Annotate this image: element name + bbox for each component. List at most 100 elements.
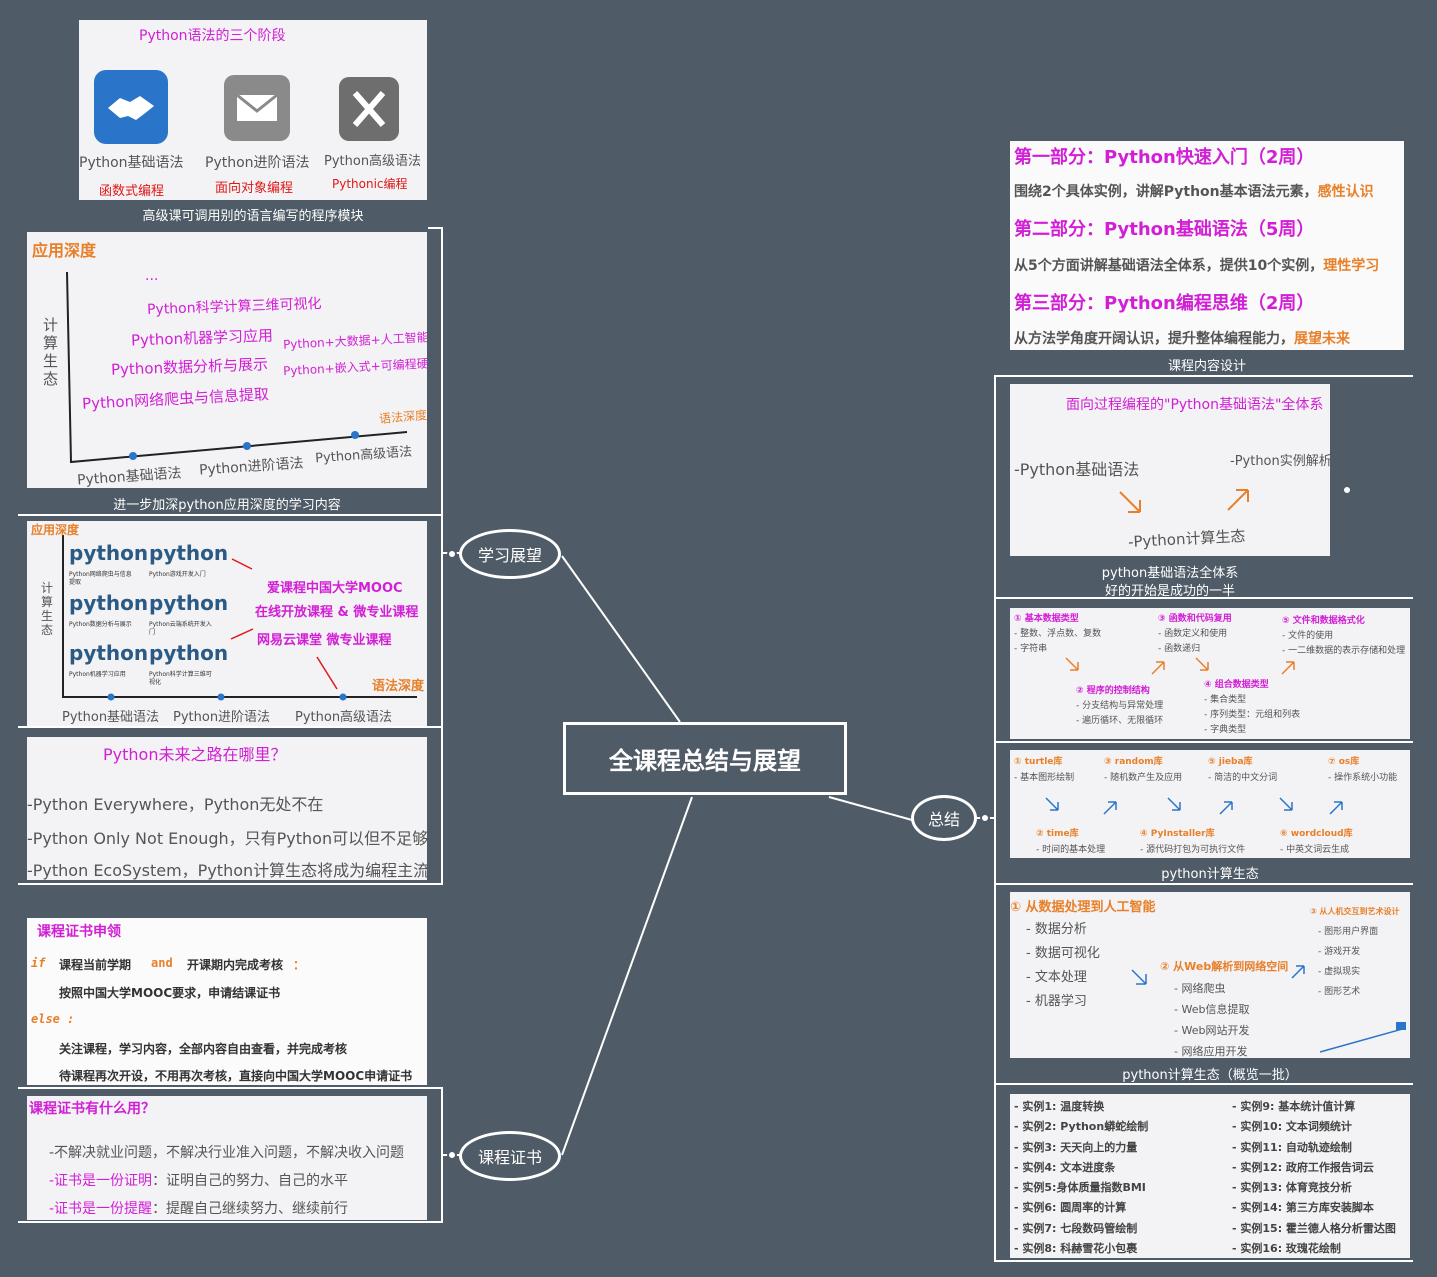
example-item: - 实例13: 体育竞技分析 [1232, 1181, 1352, 1195]
lib-item-5: ⑤ jieba库 - 简洁的中文分词 [1208, 754, 1277, 786]
syntax-item-4-l2: - 字典类型 [1204, 725, 1247, 735]
syntax-item-1: ① 基本数据类型 - 整数、浮点数、复数 - 字符串 [1014, 612, 1101, 657]
lib-item-4: ④ PyInstaller库 - 源代码打包为可执行文件 [1140, 826, 1245, 858]
eco-list-2-item: - 网络爬虫 [1174, 982, 1226, 995]
syntax-item-2-l1: - 遍历循环、无限循环 [1076, 716, 1164, 726]
eco-list-3-item: - 图形用户界面 [1318, 927, 1379, 937]
lib-item-6-head: ⑥ wordcloud库 [1280, 829, 1353, 839]
design-part-3-desc: 从方法学角度开阔认识，提升整体编程能力，展望未来 [1014, 328, 1350, 348]
course-label: Python云端系统开发入门 [149, 621, 212, 636]
lib-item-4-head: ④ PyInstaller库 [1140, 829, 1215, 839]
handshake-icon [94, 70, 168, 144]
lib-item-2-head: ② time库 [1036, 829, 1079, 839]
syntax-item-5-head: ⑤ 文件和数据格式化 [1282, 616, 1365, 626]
stage-2-name: Python进阶语法 [205, 155, 310, 171]
cert-apply-card: 课程证书申领 if 课程当前学期 and 开课期内完成考核 ： 按照中国大学MO… [27, 918, 427, 1085]
eco-caption: python计算生态（概览一批） [1122, 1068, 1298, 1083]
collapse-dot-learning[interactable] [447, 549, 457, 559]
cert-use-line-1: -不解决就业问题，不解决行业准入问题，不解决收入问题 [49, 1145, 405, 1161]
collapse-dot-system[interactable] [1342, 485, 1352, 495]
syntax-item-3-l0: - 函数定义和使用 [1158, 629, 1228, 639]
mooc-platform-2: 网易云课堂 微专业课程 [257, 633, 392, 648]
future-line-0: -Python Everywhere，Python无处不在 [27, 795, 324, 814]
branch-learning[interactable]: 学习展望 [459, 529, 561, 579]
mooc-xaxis: 语法深度 [372, 679, 425, 694]
cert-use-card: 课程证书有什么用？ -不解决就业问题，不解决行业准入问题，不解决收入问题 -证书… [27, 1096, 427, 1220]
system-card: 面向过程编程的"Python基础语法"全体系 -Python基础语法 -Pyth… [1010, 384, 1330, 556]
system-caption-1: python基础语法全体系 [1101, 566, 1239, 581]
depth-item-0: ... [145, 268, 159, 284]
eco-list-1-item: - 机器学习 [1026, 994, 1087, 1009]
depth-yaxis-side: 计算生态 [43, 316, 59, 388]
collapse-dot-summary[interactable] [980, 813, 990, 823]
design-part-3-key: 展望未来 [1294, 331, 1350, 347]
depth-caption: 进一步加深python应用深度的学习内容 [113, 498, 341, 513]
eco-list-2-item: - Web信息提取 [1174, 1003, 1250, 1016]
libs-caption: python计算生态 [1161, 867, 1259, 882]
lib-item-2: ② time库 - 时间的基本处理 [1036, 826, 1105, 858]
branch-certificate[interactable]: 课程证书 [459, 1131, 561, 1181]
example-item: - 实例15: 霍兰德人格分析雷达图 [1232, 1221, 1396, 1235]
branch-summary[interactable]: 总结 [911, 795, 977, 841]
syntax-item-2-head: ② 程序的控制结构 [1076, 686, 1150, 696]
syntax-item-4-l1: - 序列类型：元组和列表 [1204, 710, 1301, 720]
example-item: - 实例14: 第三方库安装脚本 [1232, 1201, 1374, 1215]
cert-use-line-2b: ：证明自己的努力、自己的水平 [152, 1173, 349, 1189]
syntax-item-1-l1: - 字符串 [1014, 644, 1048, 654]
eco-list-2: - 网络爬虫 - Web信息提取 - Web网站开发 - 网络应用开发 [1174, 978, 1249, 1058]
design-part-1-text: 围绕2个具体实例，讲解Python基本语法元素， [1014, 184, 1318, 200]
syntax-item-2-l0: - 分支结构与异常处理 [1076, 701, 1164, 711]
stage-3-sub: Pythonic编程 [332, 177, 408, 191]
future-title: Python未来之路在哪里？ [103, 745, 287, 764]
system-node-a: -Python基础语法 [1014, 460, 1140, 479]
examples-card: - 实例1: 温度转换 - 实例2: Python蟒蛇绘制 - 实例3: 天天向… [1010, 1094, 1410, 1258]
system-caption-2: 好的开始是成功的一半 [1104, 584, 1235, 599]
lib-item-5-desc: - 简洁的中文分词 [1208, 773, 1278, 783]
system-node-c: -Python计算生态 [1127, 526, 1246, 552]
arrow-icons [1045, 797, 1343, 815]
eco-list-2-item: - Web网站开发 [1174, 1024, 1250, 1037]
python-logo: python [149, 591, 229, 615]
arrow-icons [1131, 965, 1305, 985]
libs-card: ① turtle库 - 基本图形绘制 ② time库 - 时间的基本处理 ③ r… [1010, 750, 1410, 858]
depth-card: 应用深度 计算生态 语法深度 ... Python科学计算三维可视化 Pytho… [27, 232, 427, 488]
mooc-xtick-1: Python进阶语法 [173, 710, 271, 725]
eco-list-3-item: - 图形艺术 [1318, 987, 1361, 997]
syntax-item-2: ② 程序的控制结构 - 分支结构与异常处理 - 遍历循环、无限循环 [1076, 684, 1163, 729]
cert-use-line-3: -证书是一份提醒：提醒自己继续努力、继续前行 [49, 1198, 348, 1218]
cert-apply-line-4: 关注课程，学习内容，全部内容自由查看，并完成考核 [59, 1042, 348, 1056]
syntax-item-3: ③ 函数和代码复用 - 函数定义和使用 - 函数递归 [1158, 612, 1232, 657]
course-label: Python游戏开发入门 [149, 571, 206, 578]
lib-item-7-desc: - 操作系统小功能 [1328, 773, 1398, 783]
mooc-platform-1: 在线开放课程 & 微专业课程 [255, 605, 419, 620]
mooc-platform-0: 爱课程中国大学MOOC [267, 581, 403, 596]
example-item: - 实例3: 天天向上的力量 [1014, 1140, 1138, 1154]
cert-apply-title: 课程证书申领 [37, 924, 121, 940]
example-item: - 实例7: 七段数码管绘制 [1014, 1221, 1138, 1235]
syntax-item-5-l0: - 文件的使用 [1282, 631, 1334, 641]
kw-if: if [31, 956, 46, 970]
design-part-2-key: 理性学习 [1323, 258, 1380, 274]
depth-yaxis-top: 应用深度 [32, 241, 97, 260]
central-topic[interactable]: 全课程总结与展望 [563, 722, 847, 795]
lib-item-6-desc: - 中英文词云生成 [1280, 845, 1350, 855]
cert-use-title: 课程证书有什么用？ [29, 1101, 155, 1117]
cert-use-line-2a: -证书是一份证明 [49, 1173, 153, 1189]
cert-apply-line-5: 待课程再次开设，不用再次考核，直接向中国大学MOOC申请证书 [59, 1069, 413, 1083]
example-item: - 实例8: 科赫雪花小包裹 [1014, 1242, 1138, 1256]
stage-2-sub: 面向对象编程 [215, 181, 294, 196]
collapse-dot-certificate[interactable] [447, 1150, 457, 1160]
future-line-2: -Python EcoSystem，Python计算生态将成为编程主流 [27, 861, 427, 880]
syntax-item-4: ④ 组合数据类型 - 集合类型 - 序列类型：元组和列表 - 字典类型 [1204, 678, 1300, 738]
design-part-2-desc: 从5个方面讲解基础语法全体系，提供10个实例，理性学习 [1014, 255, 1379, 275]
eco-list-2-item: - 网络应用开发 [1174, 1045, 1248, 1058]
mooc-xtick-0: Python基础语法 [62, 710, 160, 725]
lib-item-3-desc: - 随机数产生及应用 [1104, 773, 1183, 783]
eco-list-1-item: - 文本处理 [1026, 970, 1087, 985]
example-item: - 实例12: 政府工作报告词云 [1232, 1160, 1374, 1174]
lib-item-7-head: ⑦ os库 [1328, 757, 1360, 767]
python-logo: python [149, 641, 229, 665]
example-item: - 实例1: 温度转换 [1014, 1100, 1105, 1113]
cert-cond-2: 开课期内完成考核 [187, 958, 284, 972]
syntax-item-5-l1: - 一二维数据的表示存储和处理 [1282, 646, 1406, 656]
